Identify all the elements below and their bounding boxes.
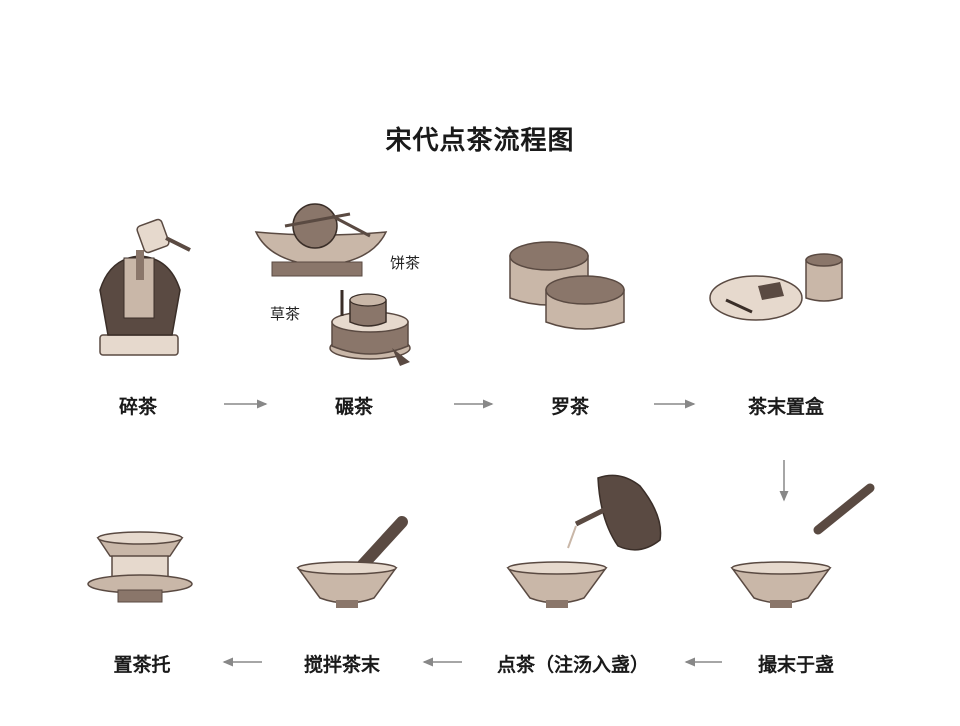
stir-bowl-illustration	[296, 516, 408, 608]
box-illustration	[709, 253, 843, 321]
diagram-title: 宋代点茶流程图	[385, 126, 575, 156]
mortar-illustration	[99, 218, 191, 356]
cup-saucer-illustration	[87, 531, 193, 603]
ewer-bowl-illustration	[506, 474, 662, 608]
step-label-dian-cha: 点茶（注汤入盏）	[496, 654, 650, 676]
step-label-sui-cha: 碎茶	[118, 396, 158, 418]
step-label-cuo-mo-yu-zhan: 撮末于盏	[757, 654, 835, 676]
spoon-bowl-illustration	[730, 483, 875, 608]
grinder-illustration	[254, 203, 411, 366]
step-label-zhi-cha-tuo: 置茶托	[113, 654, 171, 676]
step-label-cha-mo-zhi-he: 茶末置盒	[747, 396, 825, 418]
step-label-nian-cha: 碾茶	[334, 396, 374, 418]
step-label-luo-cha: 罗茶	[550, 396, 590, 418]
step-label-jiao-ban-cha-mo: 搅拌茶末	[303, 654, 381, 676]
annotation-bing-cha: 饼茶	[390, 254, 421, 272]
sieve-illustration	[509, 241, 625, 330]
annotation-cao-cha: 草茶	[270, 305, 301, 323]
